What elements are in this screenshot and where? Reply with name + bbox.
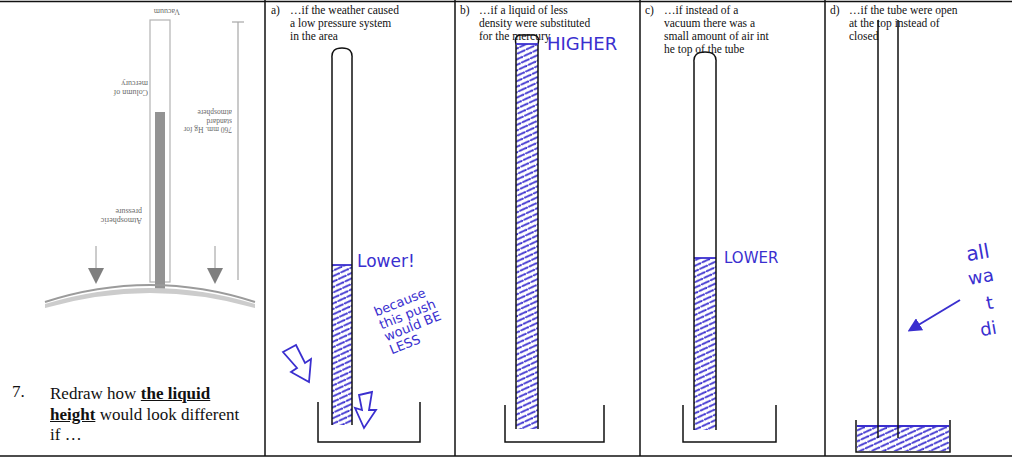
part-label: Column of mercury bbox=[98, 78, 148, 96]
handwritten-note: t bbox=[984, 291, 1005, 314]
part-label: Atmospheric pressure bbox=[84, 206, 142, 224]
column-letter: d) bbox=[830, 4, 850, 17]
question-number: 7. bbox=[12, 382, 42, 401]
part-label: Vacuum bbox=[128, 6, 180, 15]
handwritten-note: di bbox=[978, 316, 1007, 340]
sketch-b bbox=[505, 35, 604, 442]
column-letter: c) bbox=[645, 4, 665, 17]
column-header: …if the weather caused a low pressure sy… bbox=[290, 4, 402, 43]
sketch-c bbox=[683, 52, 776, 442]
question-text: Redraw how bbox=[50, 384, 136, 403]
column-header: …if instead of a vacuum there was a smal… bbox=[664, 4, 776, 56]
handwritten-note: LOWER bbox=[724, 250, 814, 267]
column-letter: b) bbox=[460, 4, 480, 17]
part-label: 760 mm. Hg for standard atmosphere bbox=[180, 108, 232, 133]
handwritten-note: Lower! bbox=[357, 252, 437, 271]
sketch-d bbox=[856, 20, 960, 452]
handwritten-note: HIGHER bbox=[547, 34, 637, 54]
handwritten-note: wa bbox=[967, 263, 1006, 289]
sketch-a bbox=[283, 48, 420, 442]
handwritten-note: all bbox=[964, 237, 1007, 266]
barometer-illustration bbox=[45, 20, 255, 308]
column-letter: a) bbox=[271, 4, 291, 17]
column-header: …if the tube were open at the top instea… bbox=[849, 4, 961, 43]
question-block: Redraw howthe liquid heightwould look di… bbox=[50, 384, 250, 446]
handwritten-note: because this push would BE LESS bbox=[372, 282, 454, 357]
